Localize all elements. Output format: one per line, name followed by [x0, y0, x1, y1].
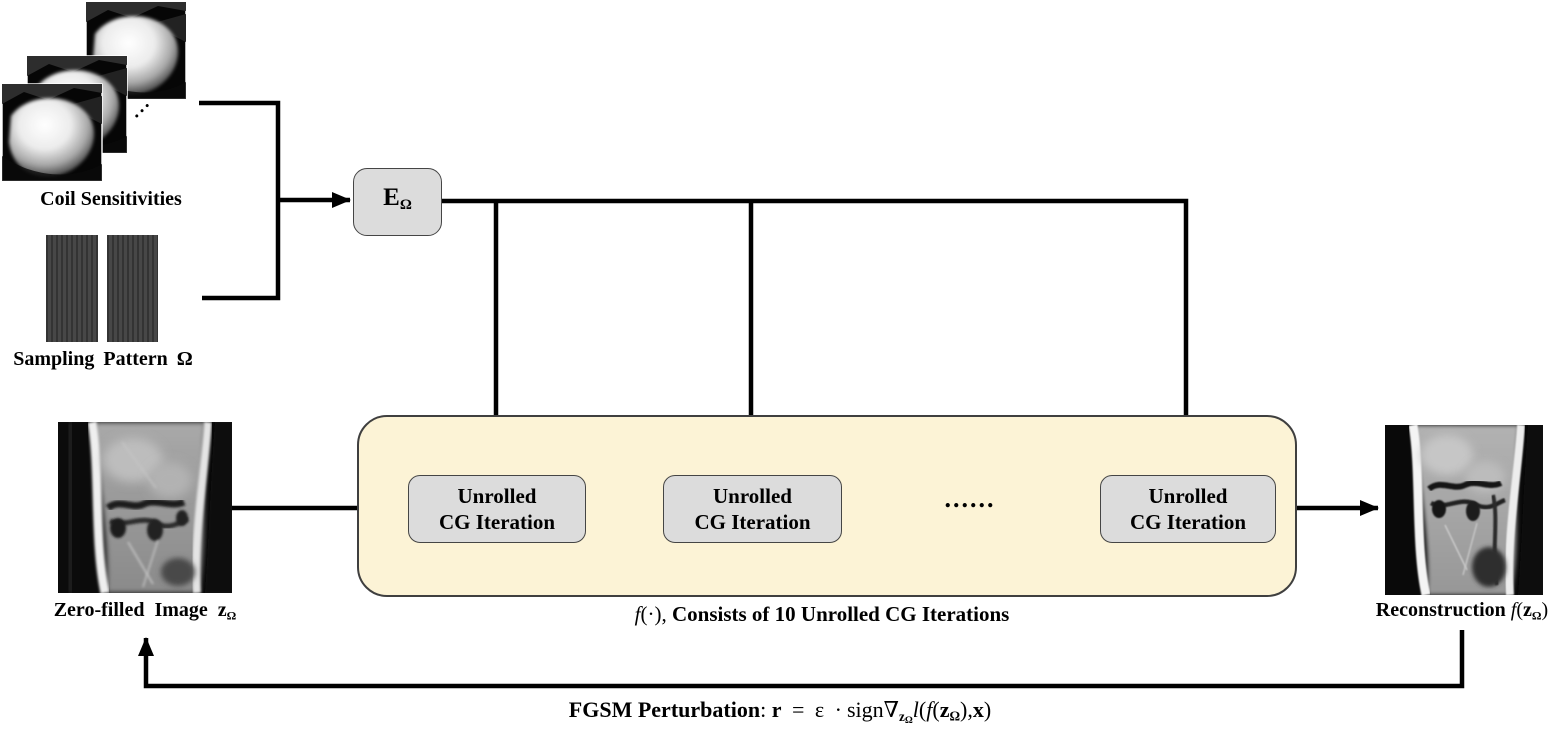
cg-iteration-node-2: Unrolled CG Iteration: [663, 475, 842, 543]
cg1-line2: CG Iteration: [438, 510, 556, 534]
reconstruction-f: f: [1510, 599, 1517, 621]
formula-nabla: ∇: [883, 697, 900, 722]
cg2-line1: Unrolled: [713, 484, 792, 508]
encoder-symbol: EΩ: [383, 184, 412, 214]
zero-filled-z-symbol: zΩ: [217, 599, 237, 623]
connector-encoder-mainline-branch3-arrow: [440, 198, 1194, 471]
formula-title: FGSM Perturbation: [568, 697, 761, 722]
cg-iteration-node-3: Unrolled CG Iteration: [1100, 475, 1276, 543]
reconstruction-label-text: Reconstruction: [1375, 599, 1506, 621]
pipeline-caption: f(·), Consists of 10 Unrolled CG Iterati…: [634, 602, 1010, 626]
connector-fgsm-feedback-loop-arrow: [138, 630, 1465, 689]
reconstruction-z-symbol: zΩ: [1523, 599, 1542, 623]
cg2-line2: CG Iteration: [694, 510, 811, 534]
formula-sign: sign: [846, 697, 884, 722]
zero-filled-label: Zero-filled Image zΩ: [25, 599, 265, 623]
sampling-pattern-image-left: [46, 235, 98, 342]
coil-sensitivities-label: Coil Sensitivities: [40, 188, 182, 210]
pipeline-ellipsis: ......: [944, 484, 996, 513]
formula-epsilon: ε: [814, 697, 825, 722]
zero-filled-label-text: Zero-filled Image: [53, 599, 208, 621]
formula-f: f: [926, 697, 933, 722]
formula-loss-l: l: [912, 697, 919, 722]
coil-image-front: [2, 84, 102, 181]
cg-iteration-node-1: Unrolled CG Iteration: [408, 475, 586, 543]
cg3-line1: Unrolled: [1148, 484, 1228, 508]
formula-r: r: [771, 697, 782, 722]
cg3-line2: CG Iteration: [1129, 510, 1247, 534]
reconstruction-label: Reconstruction f(zΩ): [1375, 599, 1549, 623]
mri-zero-filled-image: [58, 422, 232, 593]
cg1-line1: Unrolled: [457, 484, 537, 508]
fgsm-formula: FGSM Perturbation: r = ε ·sign∇zΩl(f(zΩ)…: [568, 697, 992, 726]
sampling-pattern-label: Sampling Pattern Ω: [13, 348, 193, 370]
encoder-node: EΩ: [353, 168, 442, 236]
coil-sensitivities-image-stack: [0, 0, 192, 186]
formula-z-symbol: zΩ: [939, 697, 961, 724]
formula-nabla-subscript: zΩ: [899, 708, 913, 726]
mri-reconstruction-image: [1385, 425, 1543, 595]
caption-f: f: [634, 602, 641, 626]
formula-x: x: [972, 697, 984, 722]
sampling-pattern-image-right: [107, 235, 158, 342]
connector-inputs-junction: [199, 100, 281, 301]
